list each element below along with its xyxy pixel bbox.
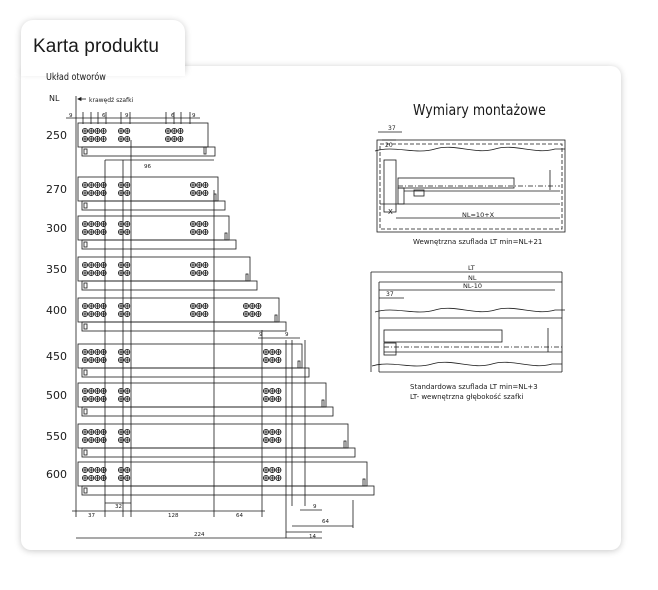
drawer-size-label: 450	[46, 350, 67, 363]
dim-32: 32	[115, 504, 122, 510]
drawer-runner	[81, 280, 258, 291]
top-caption: Wewnętrzna szuflada LT min=NL+21	[413, 238, 542, 246]
top-dim: 6	[171, 113, 175, 119]
drawer-rail	[77, 215, 230, 241]
standard-drawer-diagram: LT NL NL-10 37 Standardowa szuflada LT m…	[370, 264, 565, 401]
internal-drawer-diagram: 37 20 X NL=10+X Wewnętrzna szuflada LT m…	[374, 125, 566, 246]
drawer-size-label: 350	[46, 263, 67, 276]
drawer-runner	[81, 406, 334, 417]
drawer-runner	[81, 485, 375, 496]
drawer-rail	[77, 122, 209, 148]
drawer-size-label: 270	[46, 183, 67, 196]
dim-9: 9	[259, 332, 263, 338]
dim-14: 14	[309, 534, 316, 540]
drawer-size-label: 250	[46, 129, 67, 142]
dim-37: 37	[88, 513, 95, 519]
nl-header: NL	[49, 94, 60, 103]
drawer-rail	[77, 343, 303, 369]
drawer-rail	[77, 423, 349, 449]
edge-label: krawędź szafki	[89, 97, 134, 104]
bottom-caption-1: Standardowa szuflada LT min=NL+3	[410, 383, 538, 391]
drawer-runner	[81, 321, 287, 332]
nl10-label: NL-10	[463, 282, 482, 290]
drawer-runner	[81, 146, 216, 157]
top-dim: 9	[69, 113, 73, 119]
bottom-caption-2: LT- wewnętrzna głębokość szafki	[410, 393, 523, 401]
dim-37: 37	[386, 291, 394, 298]
nl-label: NL	[468, 274, 477, 282]
drawer-rail	[77, 176, 219, 202]
x-label: X	[388, 208, 393, 216]
drawer-size-label: 500	[46, 389, 67, 402]
dim-128: 128	[168, 513, 179, 519]
drawer-runner	[81, 239, 237, 250]
dim-9: 9	[285, 332, 289, 338]
dim-224: 224	[194, 532, 205, 538]
dim-96: 96	[144, 164, 151, 170]
drawer-rail	[77, 382, 327, 408]
dim-20: 20	[385, 142, 393, 149]
tab-title: Karta produktu	[33, 36, 160, 57]
dim-64: 64	[236, 513, 243, 519]
drawer-size-label: 400	[46, 304, 67, 317]
formula: NL=10+X	[462, 211, 495, 219]
hole-layout-drawing: NL krawędź szafki 9 6 9 6 9 96	[49, 94, 354, 538]
drawer-runner	[81, 447, 356, 458]
section-title: Układ otworów	[46, 72, 106, 83]
drawer-rail	[77, 256, 251, 282]
drawer-size-label: 600	[46, 468, 67, 481]
drawer-rail	[77, 461, 368, 487]
drawer-rail	[77, 297, 280, 323]
top-dim: 9	[125, 113, 129, 119]
drawer-size-label: 550	[46, 430, 67, 443]
top-dim: 6	[102, 113, 106, 119]
drawer-runner	[81, 200, 226, 211]
dim-9-bottom: 9	[313, 504, 317, 510]
mounting-dimensions-title: Wymiary montażowe	[413, 101, 546, 119]
dim-37: 37	[388, 125, 396, 132]
drawer-runner	[81, 367, 310, 378]
lt-label: LT	[468, 264, 475, 272]
dim-64-bottom: 64	[322, 519, 329, 525]
top-dim: 9	[192, 113, 196, 119]
drawer-size-label: 300	[46, 222, 67, 235]
